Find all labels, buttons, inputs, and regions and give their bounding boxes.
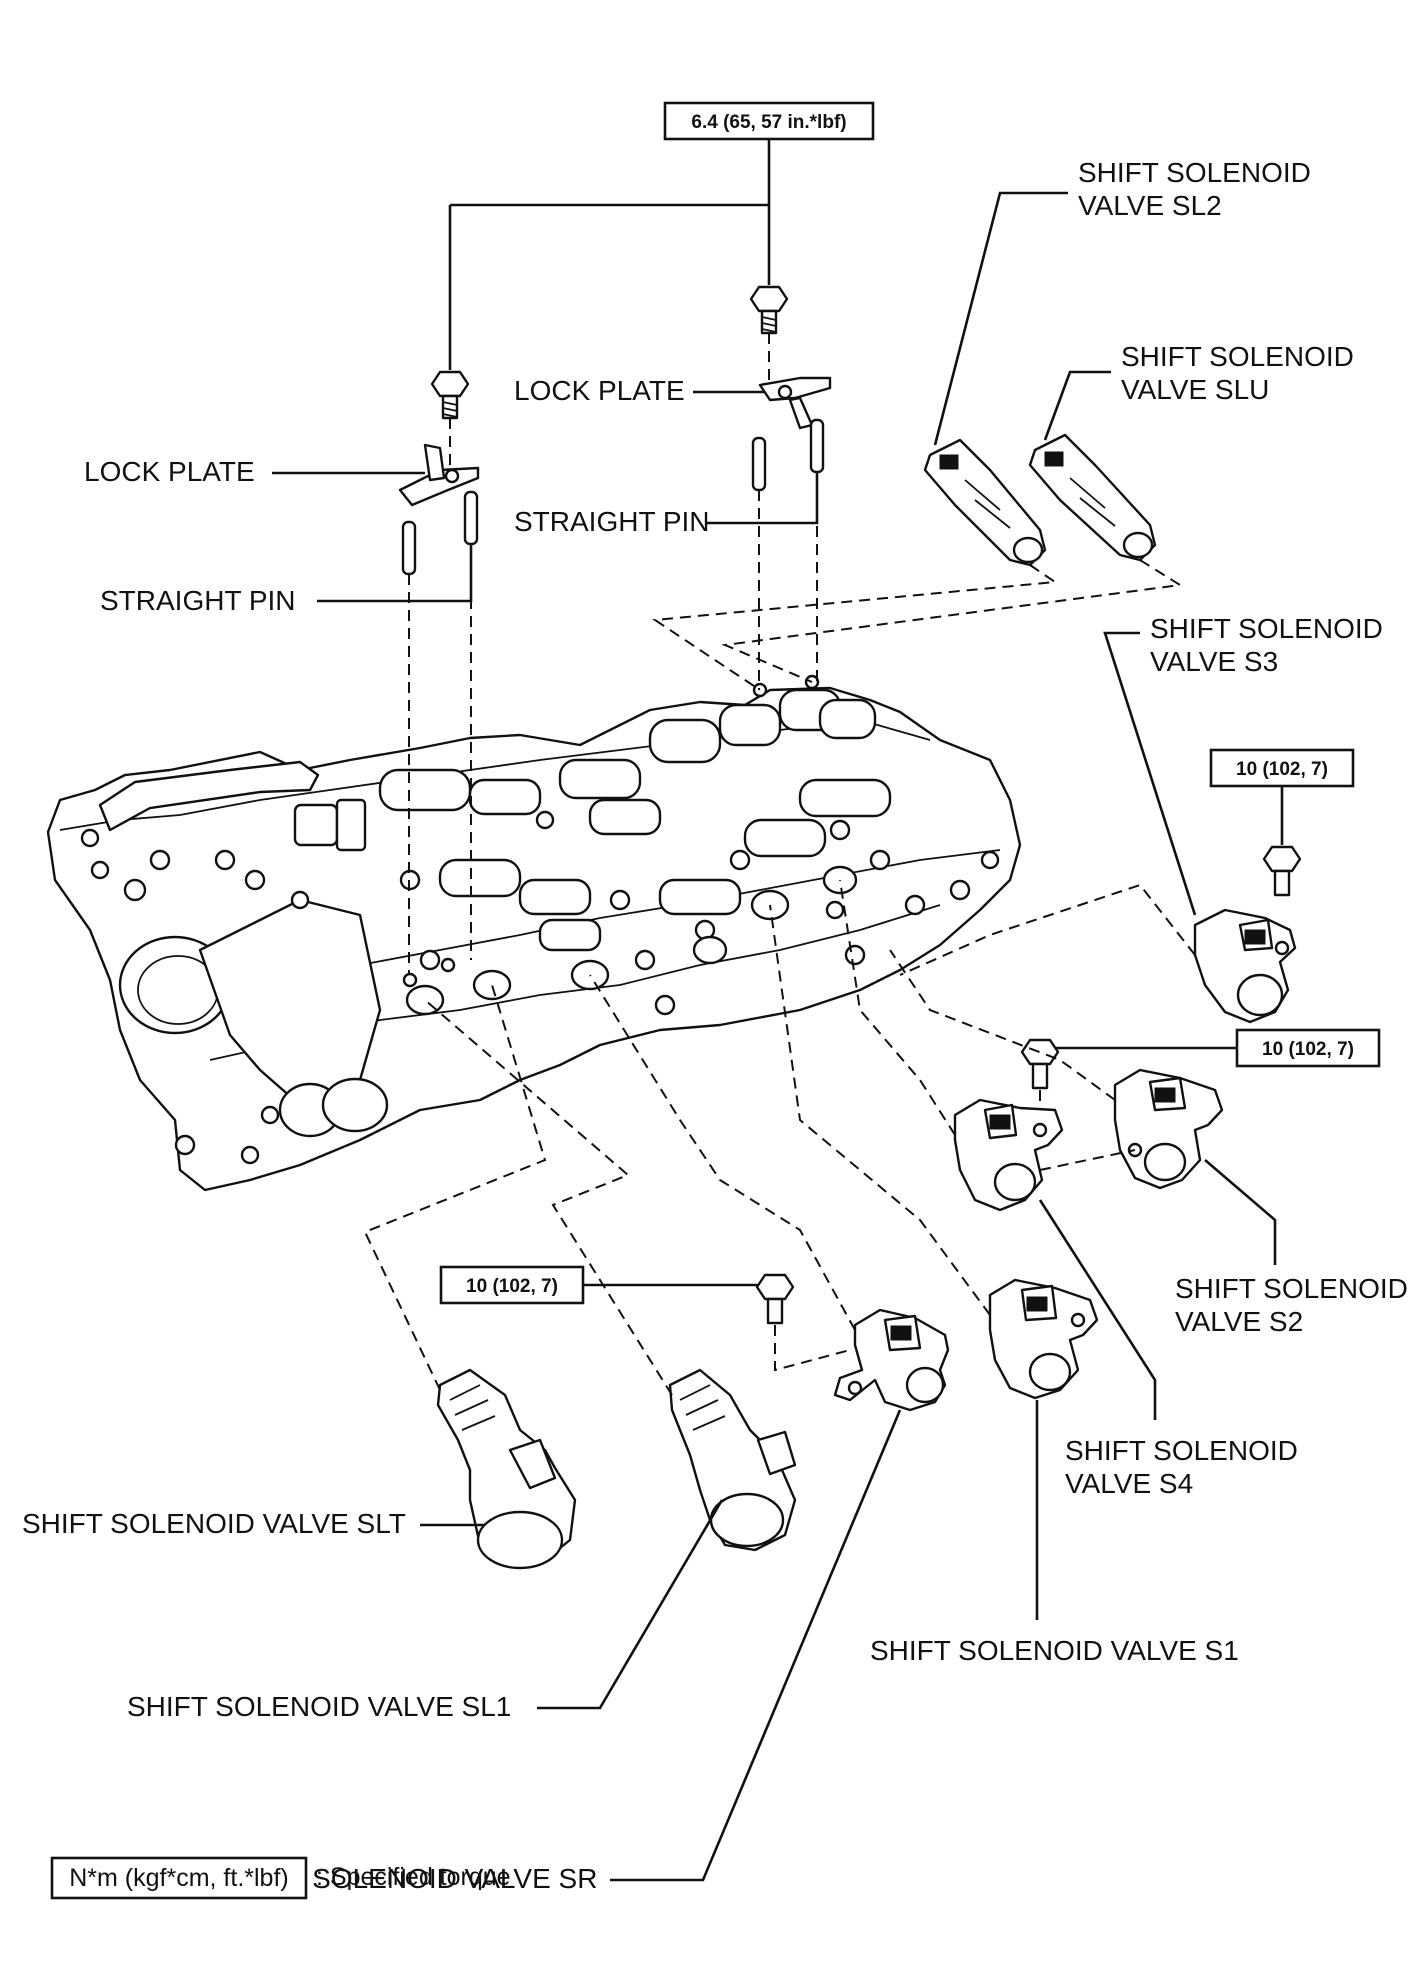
solenoid-s3 (1193, 908, 1297, 1024)
torque-callout-s4: 10 (102, 7) (1050, 1028, 1381, 1068)
label-slu-line2: VALVE SLU (1121, 374, 1269, 405)
solenoid-sl2 (923, 438, 1047, 567)
solenoid-sr (833, 1308, 950, 1412)
solenoid-slu (1028, 433, 1157, 562)
torque-value-s4: 10 (102, 7) (1262, 1039, 1354, 1060)
label-straight-pin-right: STRAIGHT PIN (514, 506, 710, 537)
torque-callout-top: 6.4 (65, 57 in.*lbf) (448, 101, 875, 370)
torque-value-s3: 10 (102, 7) (1236, 759, 1328, 780)
torque-callout-s3: 10 (102, 7) (1209, 748, 1355, 845)
label-s4-line2: VALVE S4 (1065, 1468, 1193, 1499)
label-s4-line1: SHIFT SOLENOID (1065, 1435, 1298, 1466)
legend-description: : Specified torque (316, 1863, 511, 1891)
solenoid-slt (436, 1368, 577, 1570)
solenoid-bores (405, 865, 858, 1016)
solenoid-s1 (988, 1278, 1099, 1400)
valve-body-holes (80, 810, 1000, 1165)
torque-box-s3 (1209, 748, 1355, 788)
solenoid-sl1 (668, 1368, 797, 1552)
lock-plate-right (758, 376, 832, 430)
label-slu-line1: SHIFT SOLENOID (1121, 341, 1354, 372)
torque-value-sr: 10 (102, 7) (466, 1276, 558, 1297)
solenoid-s4 (953, 1098, 1064, 1212)
bolt-s3 (1262, 845, 1302, 897)
label-slt: SHIFT SOLENOID VALVE SLT (22, 1508, 406, 1539)
torque-value-top: 6.4 (65, 57 in.*lbf) (691, 112, 846, 133)
alignment-lines-top (408, 333, 818, 975)
legend-box (50, 1856, 308, 1900)
bolt-s4 (1020, 1038, 1060, 1090)
bolt-top-left (430, 370, 470, 420)
label-sl2-line2: VALVE SL2 (1078, 190, 1222, 221)
label-s2-line1: SHIFT SOLENOID (1175, 1273, 1408, 1304)
label-sl1: SHIFT SOLENOID VALVE SL1 (127, 1691, 511, 1722)
label-s3-line2: VALVE S3 (1150, 646, 1278, 677)
label-s3-line1: SHIFT SOLENOID (1150, 613, 1383, 644)
torque-callout-sr: 10 (102, 7) (439, 1265, 762, 1305)
label-lock-plate-left: LOCK PLATE (84, 456, 255, 487)
label-sl2-line1: SHIFT SOLENOID (1078, 157, 1311, 188)
torque-legend: N*m (kgf*cm, ft.*lbf) : Specified torque (50, 1856, 511, 1900)
straight-pins (401, 418, 825, 576)
valve-body (46, 674, 1022, 1192)
label-straight-pin-left: STRAIGHT PIN (100, 585, 296, 616)
bolt-top-right (749, 285, 789, 335)
solenoid-s2 (1113, 1068, 1224, 1190)
label-lock-plate-right: LOCK PLATE (514, 375, 685, 406)
legend-box-text: N*m (kgf*cm, ft.*lbf) (69, 1864, 288, 1892)
valve-spools (378, 688, 892, 952)
lock-plate-left (398, 443, 480, 507)
label-s1: SHIFT SOLENOID VALVE S1 (870, 1635, 1239, 1666)
label-s2-line2: VALVE S2 (1175, 1306, 1303, 1337)
bolt-sr (755, 1273, 795, 1325)
